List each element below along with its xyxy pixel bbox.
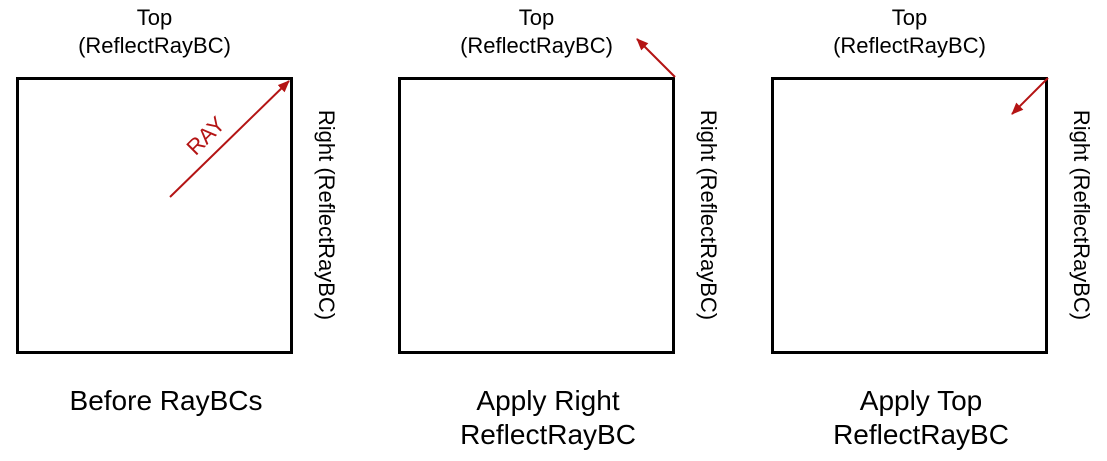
domain-box (16, 77, 293, 354)
panel-caption-line2: ReflectRayBC (833, 419, 1009, 450)
panel-caption-line1: Before RayBCs (69, 385, 263, 416)
top-boundary-label-line2: (ReflectRayBC) (460, 33, 613, 58)
right-boundary-label: Right (ReflectRayBC) (1069, 109, 1094, 321)
top-boundary-label-line1: Top (136, 5, 173, 30)
panel-apply-right-reflectraybc: Top (ReflectRayBC) Right (ReflectRayBC) … (382, 0, 742, 461)
domain-box (398, 77, 675, 354)
panel-caption-line2: ReflectRayBC (460, 419, 636, 450)
top-boundary-label: Top (ReflectRayBC) (398, 4, 675, 60)
panel-caption-line1: Apply Right (476, 385, 620, 416)
panel-before-raybcs: Top (ReflectRayBC) Right (ReflectRayBC) … (0, 0, 360, 461)
right-boundary-label: Right (ReflectRayBC) (314, 109, 339, 321)
panel-caption: Before RayBCs (16, 384, 316, 418)
panel-caption: Apply Top ReflectRayBC (771, 384, 1071, 452)
top-boundary-label-line2: (ReflectRayBC) (833, 33, 986, 58)
top-boundary-label-line1: Top (518, 5, 555, 30)
top-boundary-label: Top (ReflectRayBC) (16, 4, 293, 60)
top-boundary-label-line1: Top (891, 5, 928, 30)
top-boundary-label: Top (ReflectRayBC) (771, 4, 1048, 60)
panel-caption-line1: Apply Top (859, 385, 983, 416)
panel-apply-top-reflectraybc: Top (ReflectRayBC) Right (ReflectRayBC) … (755, 0, 1107, 461)
panel-caption: Apply Right ReflectRayBC (398, 384, 698, 452)
top-boundary-label-line2: (ReflectRayBC) (78, 33, 231, 58)
right-boundary-label: Right (ReflectRayBC) (696, 109, 721, 321)
domain-box (771, 77, 1048, 354)
